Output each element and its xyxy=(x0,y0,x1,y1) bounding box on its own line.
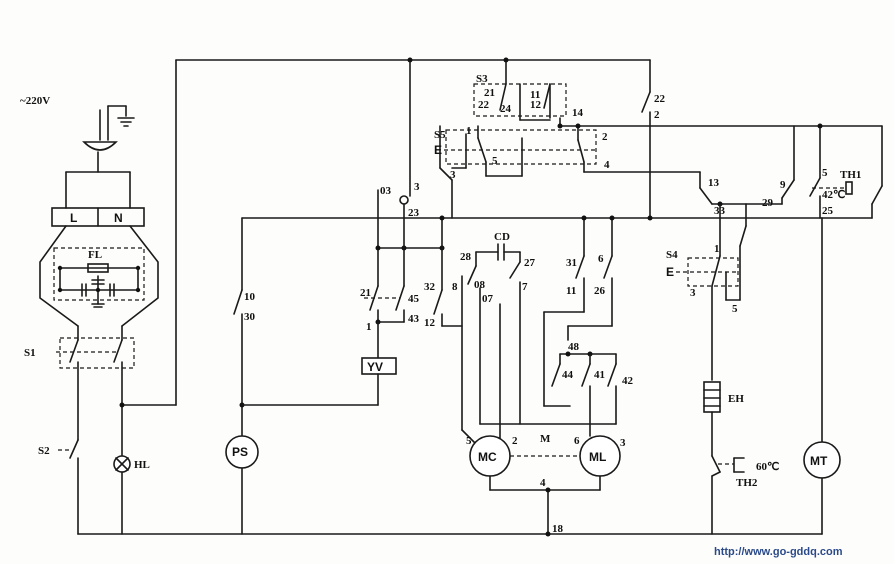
supply-label: ~220V xyxy=(20,95,50,107)
valve-yv xyxy=(361,357,397,375)
mc-2: 2 xyxy=(512,435,518,447)
label-1: 1 xyxy=(366,321,372,333)
label-18: 18 xyxy=(552,523,564,535)
mt-label: MT xyxy=(810,454,828,468)
s4-1: 1 xyxy=(714,243,720,255)
label-13: 13 xyxy=(708,177,720,189)
s4-e: E xyxy=(666,265,674,279)
cd-label: CD xyxy=(494,231,510,243)
switch-s4 xyxy=(687,257,739,287)
s3-22: 22 xyxy=(478,99,490,111)
label-7: 7 xyxy=(522,281,528,293)
terminal-n: N xyxy=(114,211,123,225)
s4-3: 3 xyxy=(690,287,696,299)
s5-e: E xyxy=(434,143,442,157)
label-28: 28 xyxy=(460,251,472,263)
label-5-th1: 5 xyxy=(822,167,828,179)
label-31: 31 xyxy=(566,257,577,269)
label-11: 11 xyxy=(566,285,576,297)
eh-label: EH xyxy=(728,393,744,405)
s3-14: 14 xyxy=(572,107,584,119)
label-08: 08 xyxy=(474,279,486,291)
filter-label: FL xyxy=(88,249,102,261)
s1-label: S1 xyxy=(24,347,36,359)
ml-label: ML xyxy=(589,450,606,464)
s4-5: 5 xyxy=(732,303,738,315)
label-6: 6 xyxy=(598,253,604,265)
ml-3: 3 xyxy=(620,437,626,449)
label-43: 43 xyxy=(408,313,420,325)
s5-1: 1 xyxy=(466,125,472,137)
mc-label: MC xyxy=(478,450,497,464)
label-4: 4 xyxy=(540,477,546,489)
s3-12: 12 xyxy=(530,99,542,111)
s5-3: 3 xyxy=(450,169,456,181)
watermark-url: http://www.go-gddq.com xyxy=(714,546,843,558)
label-29: 29 xyxy=(762,197,774,209)
label-12: 12 xyxy=(424,317,436,329)
s5-5: 5 xyxy=(492,155,498,167)
th1-label: TH1 xyxy=(840,169,861,181)
switch-s5 xyxy=(445,129,597,165)
s5-4: 4 xyxy=(604,159,610,171)
label-48: 48 xyxy=(568,341,580,353)
label-41: 41 xyxy=(594,369,605,381)
s5-2: 2 xyxy=(602,131,608,143)
label-22: 22 xyxy=(654,93,666,105)
label-42: 42 xyxy=(622,375,634,387)
s3-24: 24 xyxy=(500,103,512,115)
s3-label: S3 xyxy=(476,73,488,85)
th2-temp: 60℃ xyxy=(756,461,779,473)
terminal-l: L xyxy=(70,211,77,225)
ml-6: 6 xyxy=(574,435,580,447)
label-07: 07 xyxy=(482,293,494,305)
s3-21: 21 xyxy=(484,87,495,99)
label-9: 9 xyxy=(780,179,786,191)
power-plug-icon xyxy=(65,105,135,209)
hl-label: HL xyxy=(134,459,150,471)
label-26: 26 xyxy=(594,285,606,297)
s5-label: S5 xyxy=(434,129,446,141)
label-44: 44 xyxy=(562,369,574,381)
label-23: 23 xyxy=(408,207,420,219)
label-8: 8 xyxy=(452,281,458,293)
label-32: 32 xyxy=(424,281,436,293)
label-10: 10 xyxy=(244,291,256,303)
switch-s1 xyxy=(59,337,135,369)
th1-temp: 42℃ xyxy=(822,189,845,201)
th2-label: TH2 xyxy=(736,477,758,489)
label-27: 27 xyxy=(524,257,536,269)
label-03: 03 xyxy=(380,185,392,197)
m-label: M xyxy=(540,433,551,445)
label-2: 2 xyxy=(654,109,660,121)
s2-label: S2 xyxy=(38,445,50,457)
label-45: 45 xyxy=(408,293,420,305)
filter-fl xyxy=(53,247,145,301)
label-21: 21 xyxy=(360,287,371,299)
ps-label: PS xyxy=(232,445,248,459)
yv-label: YV xyxy=(367,360,383,374)
label-30: 30 xyxy=(244,311,256,323)
s3-11: 11 xyxy=(530,89,540,101)
heater-eh xyxy=(703,381,721,413)
label-25: 25 xyxy=(822,205,834,217)
mc-5: 5 xyxy=(466,435,472,447)
label-3: 3 xyxy=(414,181,420,193)
s4-label: S4 xyxy=(666,249,678,261)
